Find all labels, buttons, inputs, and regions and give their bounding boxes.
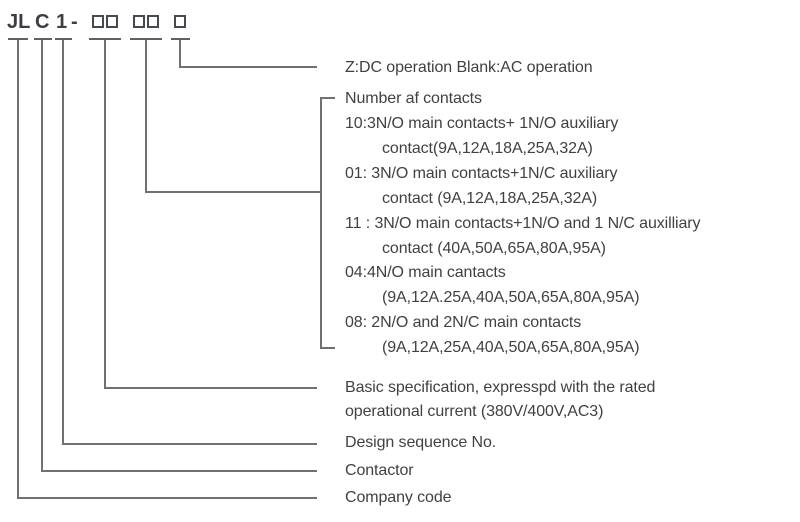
contacts-option-line: (9A,12A,25A,40A,50A,65A,80A,95A) — [382, 339, 640, 356]
contacts-option-line: 10:3N/O main contacts+ 1N/O auxiliary — [345, 115, 619, 132]
tick-company — [8, 38, 28, 40]
label-contacts-header: Number af contacts — [345, 90, 482, 107]
tick-operation — [171, 38, 190, 40]
connector-contacts-hline — [145, 191, 322, 193]
connector-contacts-vline — [145, 40, 147, 193]
connector-company-vline — [17, 40, 19, 499]
placeholder-box-spec-1 — [92, 15, 104, 28]
code-part-company: JL — [7, 11, 31, 33]
contacts-option-line: contact (9A,12A,18A,25A,32A) — [382, 190, 598, 207]
connector-design-hline — [62, 443, 317, 445]
contacts-option-line: contact(9A,12A,18A,25A,32A) — [382, 140, 593, 157]
code-part-contactor: C — [35, 11, 50, 33]
placeholder-box-operation — [174, 15, 186, 28]
label-basic-spec-line2: operational current (380V/400V,AC3) — [345, 403, 604, 420]
contacts-option-line: (9A,12A.25A,40A,50A,65A,80A,95A) — [382, 289, 640, 306]
connector-operation-vline — [179, 40, 181, 68]
code-part-design: 1 — [56, 11, 68, 33]
label-design-sequence: Design sequence No. — [345, 434, 497, 451]
tick-design — [55, 38, 72, 40]
placeholder-box-contacts-2 — [147, 15, 159, 28]
contacts-bracket-bottom-tick — [320, 347, 335, 349]
connector-contactor-hline — [41, 470, 317, 472]
connector-design-vline — [62, 40, 64, 445]
code-separator: - — [71, 11, 78, 33]
tick-contactor — [34, 38, 52, 40]
contacts-option-line: 04:4N/O main cantacts — [345, 264, 506, 281]
contacts-option-line: 11 : 3N/O main contacts+1N/O and 1 N/C a… — [345, 215, 701, 232]
label-company-code: Company code — [345, 489, 452, 506]
label-operation: Z:DC operation Blank:AC operation — [345, 59, 593, 76]
label-contactor: Contactor — [345, 462, 414, 479]
placeholder-box-spec-2 — [106, 15, 118, 28]
contacts-option-line: 01: 3N/O main contacts+1N/C auxiliary — [345, 165, 618, 182]
placeholder-box-contacts-1 — [133, 15, 145, 28]
contacts-bracket-vline — [320, 97, 322, 349]
label-basic-spec-line1: Basic specification, expresspd with the … — [345, 379, 656, 396]
connector-contactor-vline — [41, 40, 43, 472]
connector-operation-hline — [179, 66, 317, 68]
connector-spec-vline — [104, 40, 106, 389]
tick-spec — [89, 38, 121, 40]
contacts-option-line: 08: 2N/O and 2N/C main contacts — [345, 314, 582, 331]
connector-spec-hline — [104, 387, 317, 389]
contacts-bracket-top-tick — [320, 97, 335, 99]
connector-company-hline — [17, 497, 317, 499]
contacts-option-line: contact (40A,50A,65A,80A,95A) — [382, 240, 606, 257]
tick-contacts — [130, 38, 162, 40]
